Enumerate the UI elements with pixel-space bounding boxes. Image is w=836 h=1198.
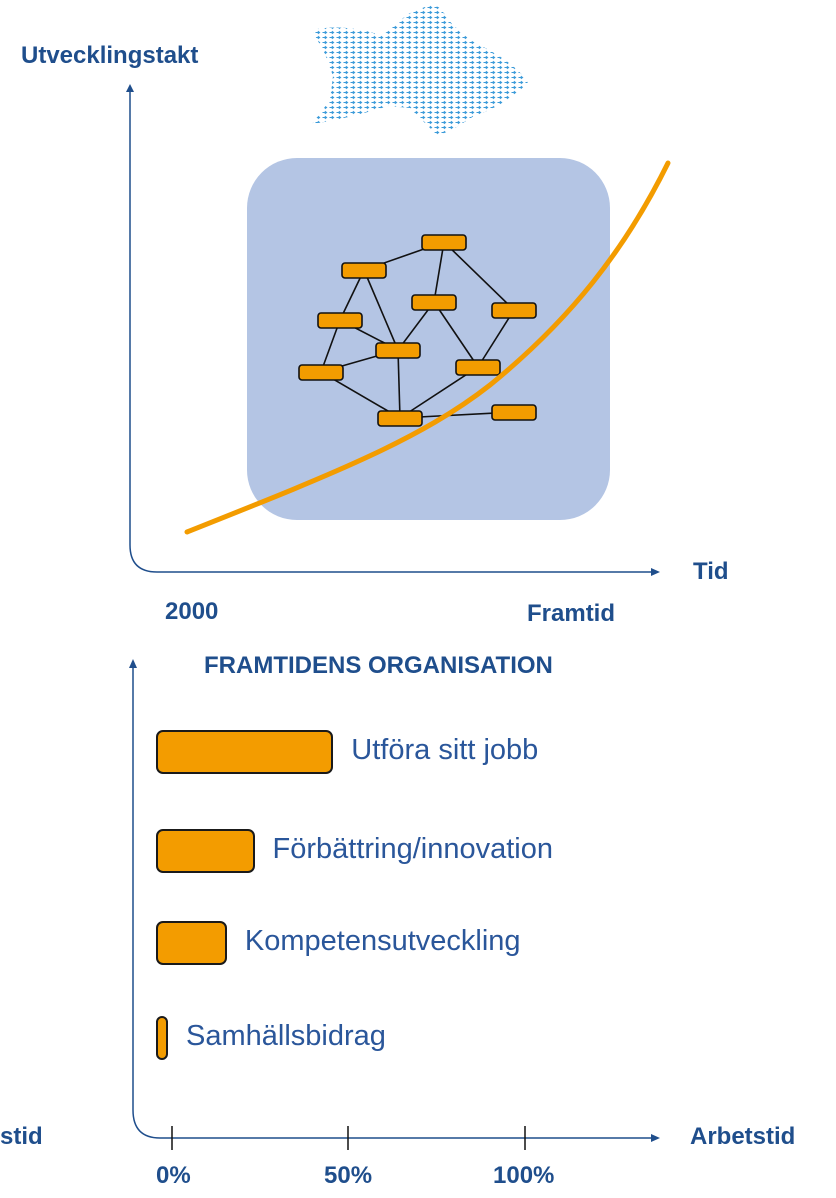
tick-label: 0% xyxy=(156,1162,191,1189)
bar-1 xyxy=(156,730,334,774)
network-nodes xyxy=(298,234,537,427)
bottom-y-arrowhead xyxy=(129,659,137,668)
top-diagram-svg xyxy=(126,4,671,576)
y-axis-label: Utvecklingstakt xyxy=(21,42,199,69)
network-node xyxy=(491,404,537,421)
chart-title: FRAMTIDENS ORGANISATION xyxy=(204,652,553,679)
bar-label-2: Förbättring/innovation xyxy=(272,833,554,865)
x-axis-arrowhead xyxy=(651,568,660,576)
network-panel xyxy=(247,158,610,520)
growth-curve xyxy=(184,160,671,535)
network-node xyxy=(411,294,457,311)
network-node xyxy=(298,364,344,381)
network-node xyxy=(375,342,421,359)
x-axis-label: Tid xyxy=(693,558,729,585)
x-end-label: Framtid xyxy=(527,600,616,627)
top-axes xyxy=(129,90,652,573)
bar-label-4: Samhällsbidrag xyxy=(186,1020,386,1052)
tick-label: 100% xyxy=(493,1162,555,1189)
network-node xyxy=(317,312,363,329)
network-node xyxy=(377,410,423,427)
network-node xyxy=(341,262,387,279)
x-start-label: 2000 xyxy=(165,598,219,625)
network-node xyxy=(455,359,501,376)
tick-label: 50% xyxy=(324,1162,373,1189)
bottom-x-arrowhead xyxy=(651,1134,660,1142)
bar-4 xyxy=(156,1016,168,1060)
network-node xyxy=(491,302,537,319)
bar-label-1: Utföra sitt jobb xyxy=(351,734,539,766)
fish-icon xyxy=(312,4,528,136)
y-axis-arrowhead xyxy=(126,84,134,92)
left-cut-label: stid xyxy=(0,1123,43,1150)
bar-2 xyxy=(156,829,255,873)
bar-3 xyxy=(156,921,227,965)
bottom-x-axis-label: Arbetstid xyxy=(690,1123,796,1150)
network-node xyxy=(421,234,467,251)
bar-label-3: Kompetensutveckling xyxy=(244,925,521,957)
